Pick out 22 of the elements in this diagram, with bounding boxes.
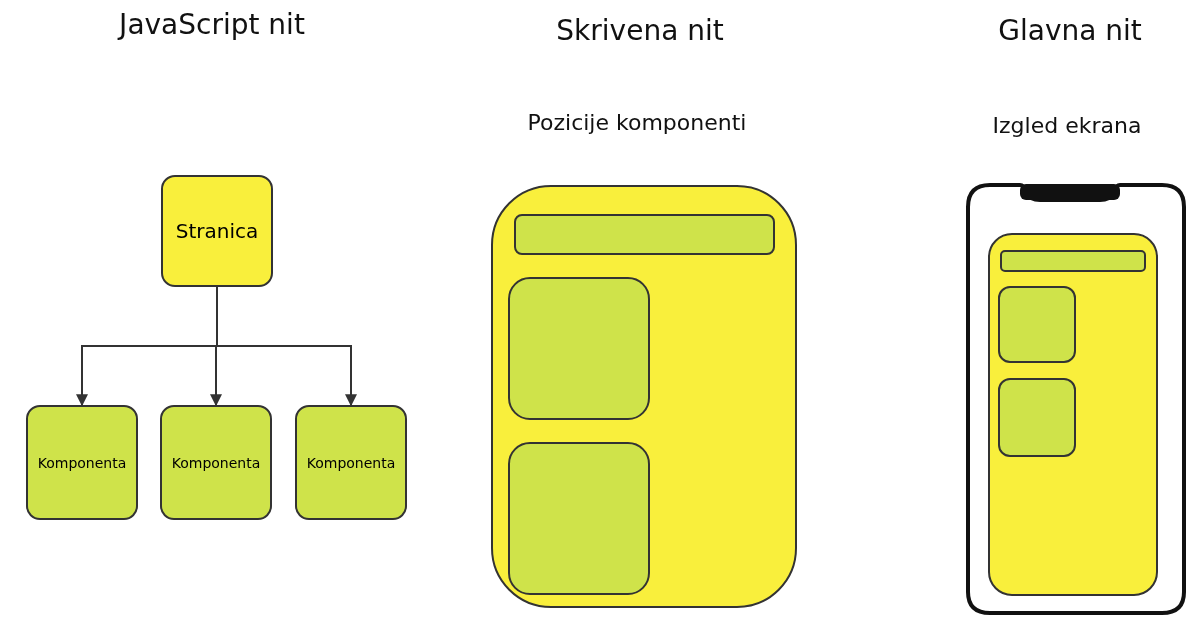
rounded-box	[508, 442, 650, 595]
column-title: JavaScript nit	[119, 8, 305, 41]
process-box	[160, 405, 272, 520]
rounded-box	[988, 233, 1158, 596]
node-label: Stranica	[175, 219, 259, 243]
node-label: Komponenta	[306, 454, 396, 471]
bar-shape	[514, 214, 775, 255]
node-label: Komponenta	[171, 454, 261, 471]
rounded-box	[508, 277, 650, 420]
bar-shape	[1000, 250, 1146, 272]
column-title: Skrivena nit	[556, 14, 724, 47]
process-box	[26, 405, 138, 520]
panel-subtitle: Pozicije komponenti	[527, 110, 747, 135]
column-title: Glavna nit	[998, 14, 1142, 47]
panel-subtitle: Izgled ekrana	[992, 113, 1142, 138]
node-label: Komponenta	[37, 454, 127, 471]
process-box	[161, 175, 273, 287]
process-box	[295, 405, 407, 520]
rounded-box	[998, 286, 1076, 363]
rounded-box	[491, 185, 797, 608]
rounded-box	[998, 378, 1076, 457]
arrow	[216, 286, 357, 407]
